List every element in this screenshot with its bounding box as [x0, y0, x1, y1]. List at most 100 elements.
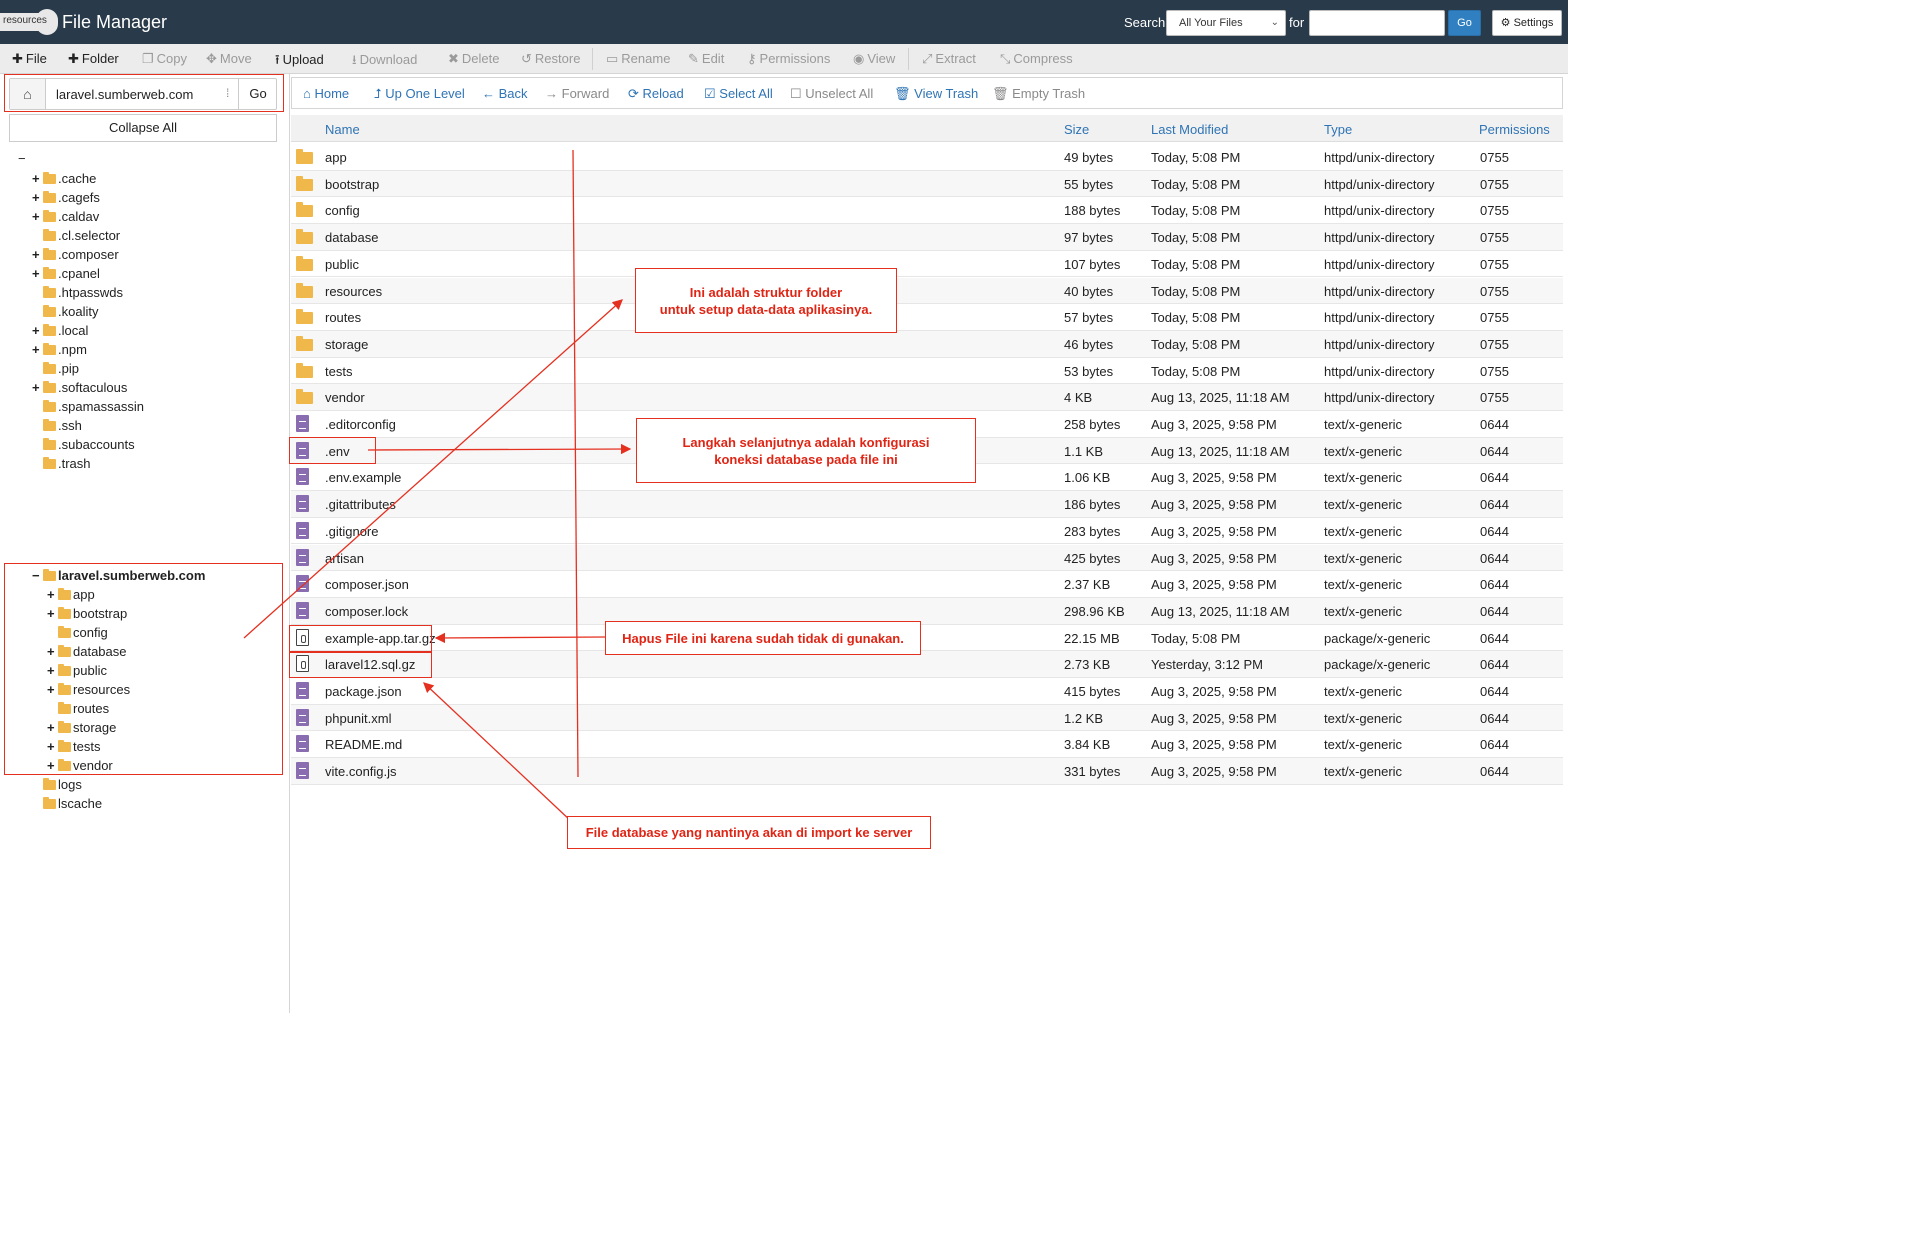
file-name[interactable]: routes — [325, 310, 362, 326]
tree-item-dot-softaculous[interactable]: +.softaculous — [32, 378, 127, 397]
nav-back-button[interactable]: ← Back — [482, 86, 528, 101]
column-type[interactable]: Type — [1324, 122, 1353, 137]
tree-item-routes[interactable]: routes — [47, 699, 109, 718]
nav-forward-button[interactable]: → Forward — [545, 86, 609, 101]
file-name[interactable]: .env — [325, 443, 350, 459]
collapse-all-button[interactable]: Collapse All — [9, 114, 277, 142]
expand-toggle-icon[interactable]: + — [32, 342, 40, 357]
tree-item-public[interactable]: +public — [47, 661, 107, 680]
expand-toggle-icon[interactable]: + — [47, 587, 55, 602]
tree-item-logs[interactable]: logs — [32, 775, 82, 794]
edit-button[interactable]: ✎Edit — [688, 51, 724, 67]
extract-button[interactable]: ⤢Extract — [922, 51, 976, 67]
compress-button[interactable]: ⤡Compress — [1000, 51, 1073, 67]
search-go-button[interactable]: Go — [1448, 10, 1481, 36]
nav-home-button[interactable]: ⌂ Home — [303, 86, 349, 101]
upload-button[interactable]: ⭱Upload — [275, 51, 324, 73]
file-name[interactable]: vite.config.js — [325, 764, 397, 780]
file-name[interactable]: bootstrap — [325, 176, 380, 192]
expand-toggle-icon[interactable]: + — [32, 209, 40, 224]
expand-toggle-icon[interactable]: + — [47, 663, 55, 678]
tree-item-dot-subaccounts[interactable]: .subaccounts — [32, 435, 135, 454]
download-button[interactable]: ⭳Download — [352, 51, 417, 73]
tree-item-resources[interactable]: +resources — [47, 680, 130, 699]
expand-toggle-icon[interactable]: + — [32, 190, 40, 205]
permissions-button[interactable]: ⚷Permissions — [747, 51, 830, 67]
file-name[interactable]: artisan — [325, 550, 365, 566]
move-button[interactable]: ✥Move — [206, 51, 252, 67]
tree-item-database[interactable]: +database — [47, 642, 127, 661]
settings-button[interactable]: ⚙ Settings — [1492, 10, 1562, 36]
expand-toggle-icon[interactable]: + — [32, 171, 40, 186]
tree-item-dot-ssh[interactable]: .ssh — [32, 416, 82, 435]
expand-toggle-icon[interactable]: − — [32, 568, 40, 583]
select-all-button[interactable]: ☑ Select All — [704, 86, 773, 102]
restore-button[interactable]: ↺Restore — [521, 51, 580, 67]
search-input[interactable] — [1309, 10, 1445, 36]
empty-trash-button[interactable]: 🗑 Empty Trash — [992, 86, 1085, 102]
tree-item-site-root[interactable]: −laravel.sumberweb.com — [32, 566, 205, 585]
tree-item-bootstrap[interactable]: +bootstrap — [47, 604, 127, 623]
file-name[interactable]: .gitattributes — [325, 497, 396, 513]
file-name[interactable]: phpunit.xml — [325, 710, 392, 726]
tree-item-app[interactable]: +app — [47, 585, 95, 604]
tree-item-storage[interactable]: +storage — [47, 718, 116, 737]
expand-toggle-icon[interactable]: + — [32, 380, 40, 395]
tree-root-toggle[interactable]: − — [18, 151, 26, 166]
tree-item-vendor[interactable]: +vendor — [47, 756, 113, 775]
tree-item-dot-koality[interactable]: .koality — [32, 302, 98, 321]
file-name[interactable]: laravel12.sql.gz — [325, 657, 416, 673]
expand-toggle-icon[interactable]: + — [32, 266, 40, 281]
expand-toggle-icon[interactable]: + — [47, 739, 55, 754]
file-name[interactable]: tests — [325, 363, 353, 379]
file-name[interactable]: .gitignore — [325, 523, 379, 539]
delete-button[interactable]: ✖Delete — [448, 51, 499, 67]
copy-button[interactable]: ❐Copy — [142, 51, 187, 67]
file-name[interactable]: storage — [325, 336, 369, 352]
tree-item-dot-local[interactable]: +.local — [32, 321, 88, 340]
file-name[interactable]: public — [325, 256, 359, 272]
nav-up-level-button[interactable]: ⮥ Up One Level — [374, 86, 465, 102]
tree-item-dot-cl-selector[interactable]: .cl.selector — [32, 226, 120, 245]
column-size[interactable]: Size — [1064, 122, 1090, 137]
tree-item-dot-cache[interactable]: +.cache — [32, 169, 96, 188]
file-name[interactable]: example-app.tar.gz — [325, 630, 436, 646]
file-name[interactable]: composer.json — [325, 577, 409, 593]
path-go-button[interactable]: Go — [238, 79, 277, 109]
file-name[interactable]: resources — [325, 283, 383, 299]
home-icon[interactable]: ⌂ — [10, 79, 46, 109]
new-folder-button[interactable]: ✚Folder — [68, 51, 119, 67]
file-name[interactable]: config — [325, 203, 360, 219]
column-name[interactable]: Name — [325, 122, 360, 137]
file-name[interactable]: database — [325, 230, 379, 246]
file-name[interactable]: README.md — [325, 737, 403, 753]
tree-item-lscache[interactable]: lscache — [32, 794, 102, 813]
expand-toggle-icon[interactable]: + — [32, 323, 40, 338]
tree-item-dot-spamassassin[interactable]: .spamassassin — [32, 397, 144, 416]
tree-item-dot-pip[interactable]: .pip — [32, 359, 79, 378]
file-name[interactable]: .editorconfig — [325, 417, 396, 432]
tree-item-dot-cagefs[interactable]: +.cagefs — [32, 188, 100, 207]
file-name[interactable]: .env.example — [325, 470, 402, 486]
path-input[interactable]: laravel.sumberweb.com — [56, 87, 194, 102]
tree-item-config[interactable]: config — [47, 623, 108, 642]
tree-item-dot-npm[interactable]: +.npm — [32, 340, 87, 359]
